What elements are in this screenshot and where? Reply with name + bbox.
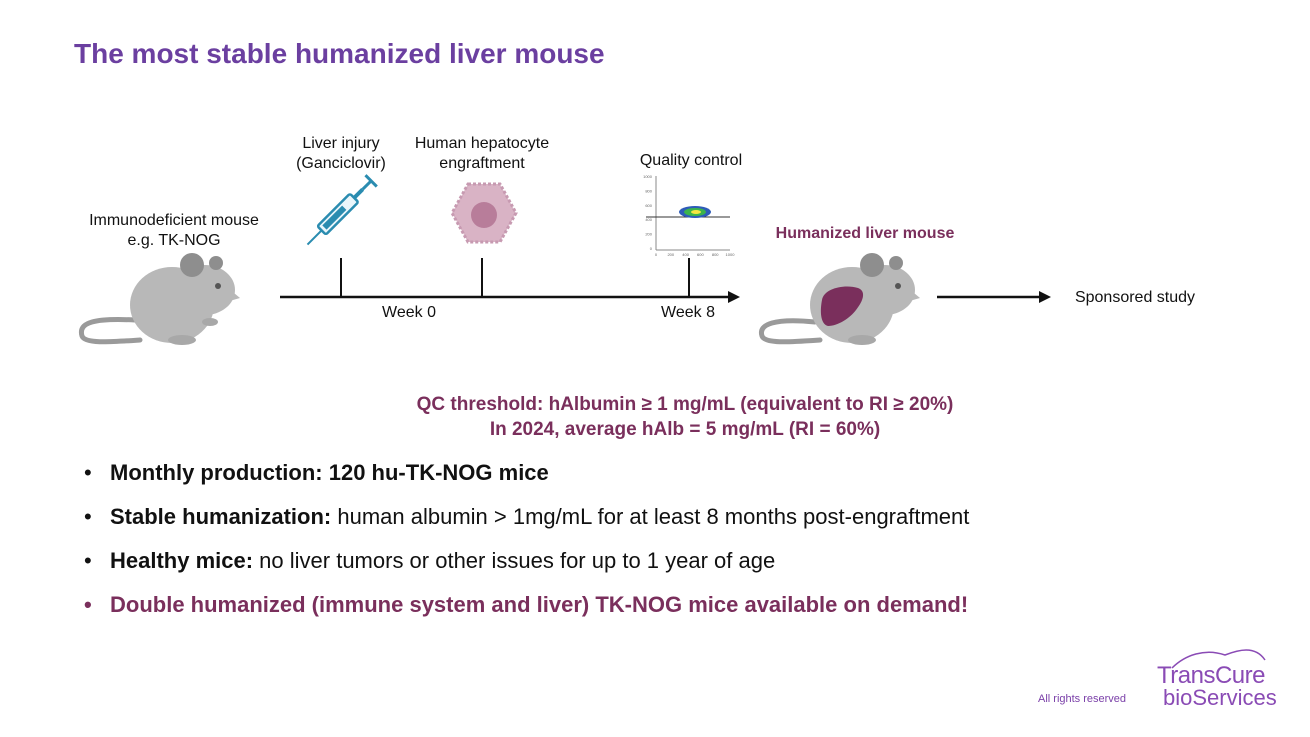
qc-y-tick-label: 400 bbox=[645, 217, 652, 222]
qc-x-tick-label: 1000 bbox=[726, 252, 736, 257]
list-item: • Monthly production: 120 hu-TK-NOG mice bbox=[84, 460, 969, 486]
bullet-text: human albumin > 1mg/mL for at least 8 mo… bbox=[331, 504, 970, 529]
qc-y-tick-label: 0 bbox=[650, 246, 653, 251]
qc-line2: In 2024, average hAlb = 5 mg/mL (RI = 60… bbox=[489, 419, 881, 440]
qc-line1: QC threshold: hAlbumin ≥ 1 mg/mL (equiva… bbox=[416, 394, 954, 415]
logo-transcure: TransCure bbox=[1157, 662, 1265, 689]
feature-list: •Monthly production: 120 hu-TK-NOG mice … bbox=[84, 460, 969, 636]
qc-y-tick-label: 1000 bbox=[643, 174, 653, 179]
qc-y-tick-label: 600 bbox=[645, 203, 652, 208]
qc-x-tick-label: 800 bbox=[712, 252, 719, 257]
logo-bioservices: bioServices bbox=[1163, 685, 1277, 710]
humanized-mouse-icon bbox=[758, 253, 920, 345]
immunodeficient-label: Immunodeficient mouse e.g. TK-NOG bbox=[76, 211, 272, 251]
immunodeficient-mouse-icon bbox=[78, 253, 240, 345]
hepatocyte-label: Human hepatocyte engraftment bbox=[402, 134, 562, 174]
immunodeficient-label-line2: e.g. TK-NOG bbox=[127, 232, 221, 249]
hepatocyte-line1: Human hepatocyte bbox=[414, 135, 550, 152]
syringe-icon bbox=[306, 174, 378, 246]
list-item: • Healthy mice: no liver tumors or other … bbox=[84, 548, 969, 574]
bullet-bold: Monthly production: 120 hu-TK-NOG mice bbox=[110, 460, 549, 485]
qc-x-tick-label: 200 bbox=[667, 252, 674, 257]
qc-x-tick-label: 400 bbox=[682, 252, 689, 257]
liver-icon bbox=[820, 286, 864, 326]
qc-y-tick-label: 200 bbox=[645, 232, 652, 237]
qc-x-tick-label: 0 bbox=[655, 252, 658, 257]
liver-injury-label: Liver injury (Ganciclovir) bbox=[281, 134, 401, 174]
qc-scatter-plot bbox=[646, 176, 730, 251]
bullet-text: no liver tumors or other issues for up t… bbox=[253, 548, 776, 573]
bullet-icon: • bbox=[84, 460, 92, 485]
week8-label: Week 8 bbox=[661, 304, 715, 321]
qc-axis-ticks: 1000 800 600 400 200 00 200 400 600 800 1000 bbox=[643, 174, 735, 257]
bullet-icon: • bbox=[84, 592, 92, 617]
rights-text: All rights reserved bbox=[1038, 693, 1127, 705]
liver-injury-line1: Liver injury bbox=[302, 135, 380, 152]
bullet-bold: Healthy mice: bbox=[110, 548, 254, 573]
liver-injury-line2: (Ganciclovir) bbox=[296, 155, 386, 172]
qc-x-tick-label: 600 bbox=[697, 252, 704, 257]
qc-threshold-text: QC threshold: hAlbumin ≥ 1 mg/mL (equiva… bbox=[335, 392, 1035, 442]
bullet-bold: Double humanized (immune system and live… bbox=[110, 592, 969, 617]
quality-control-label: Quality control bbox=[639, 152, 743, 169]
sponsored-study-label: Sponsored study bbox=[1074, 289, 1196, 306]
bullet-icon: • bbox=[84, 504, 92, 529]
bullet-icon: • bbox=[84, 548, 92, 573]
sponsored-arrowhead bbox=[1039, 291, 1051, 303]
week0-label: Week 0 bbox=[382, 304, 436, 321]
list-item: • Stable humanization: human albumin > 1m… bbox=[84, 504, 969, 530]
humanized-label: Humanized liver mouse bbox=[775, 225, 955, 242]
hepatocyte-line2: engraftment bbox=[439, 155, 525, 172]
list-item: • Double humanized (immune system and liv… bbox=[84, 592, 969, 618]
bullet-bold: Stable humanization: bbox=[110, 504, 332, 529]
hepatocyte-icon bbox=[450, 182, 518, 244]
page-title: The most stable humanized liver mouse bbox=[74, 38, 605, 69]
immunodeficient-label-line1: Immunodeficient mouse bbox=[89, 212, 259, 229]
timeline-arrowhead bbox=[728, 291, 740, 303]
qc-y-tick-label: 800 bbox=[645, 188, 652, 193]
